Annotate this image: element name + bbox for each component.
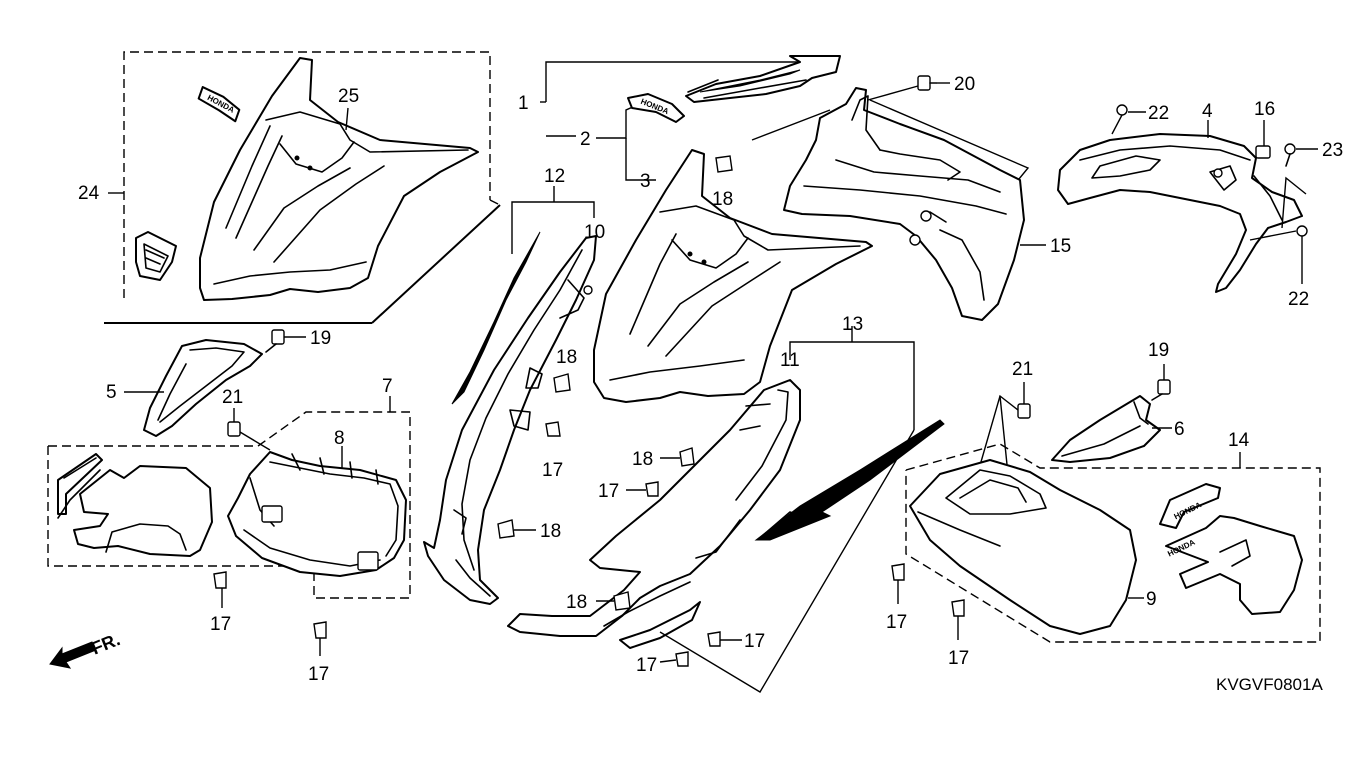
- callout-18-c: 18: [632, 449, 653, 470]
- callout-11: 11: [780, 350, 800, 371]
- front-cover-panel: [593, 149, 873, 403]
- callout-7: 7: [382, 376, 393, 397]
- clip-18-center: [545, 373, 571, 437]
- inner-cover-group-7: [47, 396, 411, 599]
- front-cover-assembly-24: HONDA: [104, 51, 501, 324]
- callout-17-e: 17: [210, 614, 231, 635]
- decal-set-1: HONDA: [540, 55, 841, 181]
- callout-22-a: 22: [1148, 103, 1169, 124]
- callout-17-f: 17: [308, 664, 329, 685]
- callout-18-d: 18: [540, 521, 561, 542]
- callout-14: 14: [1228, 430, 1250, 451]
- screw-23: [1284, 143, 1318, 167]
- callout-24: 24: [78, 183, 100, 204]
- screw-20: [867, 75, 950, 101]
- side-cover-11: [507, 326, 945, 649]
- inner-cover-15: [751, 87, 1046, 321]
- callout-15: 15: [1050, 236, 1071, 257]
- callout-6: 6: [1174, 419, 1185, 440]
- front-label: FR.: [88, 629, 122, 658]
- screw-21-left: [227, 408, 271, 451]
- callout-23: 23: [1322, 140, 1343, 161]
- callout-19-b: 19: [1148, 340, 1169, 361]
- callout-4: 4: [1202, 101, 1213, 122]
- callout-17-g: 17: [886, 612, 907, 633]
- callout-5: 5: [106, 382, 117, 403]
- callout-18-a: 18: [712, 189, 733, 210]
- floor-cover-group-14: HONDA HONDA: [905, 443, 1321, 643]
- trim-5: [124, 339, 263, 437]
- screw-19-left: [265, 329, 306, 353]
- callout-8: 8: [334, 428, 345, 449]
- nut-16: [1255, 120, 1271, 159]
- callout-18-b: 18: [556, 347, 577, 368]
- callout-21-b: 21: [1012, 359, 1033, 380]
- side-stripe-12: [451, 186, 595, 405]
- callout-12: 12: [544, 166, 565, 187]
- callout-22-b: 22: [1288, 289, 1309, 310]
- callout-25: 25: [338, 86, 359, 107]
- callout-19-a: 19: [310, 328, 331, 349]
- screw-19-right: [1151, 364, 1171, 401]
- rear-cover-4: [1057, 120, 1307, 293]
- drawing-code: KVGVF0801A: [1216, 675, 1323, 694]
- callout-3: 3: [640, 171, 651, 192]
- callout-17-b: 17: [598, 481, 619, 502]
- callout-17-c: 17: [744, 631, 765, 652]
- clips-side-11: [497, 447, 742, 667]
- clips-17-left: [213, 571, 327, 656]
- callout-21-a: 21: [222, 387, 243, 408]
- callout-20: 20: [954, 74, 975, 95]
- clips-17-right: [891, 563, 965, 640]
- clip-18-top: [715, 155, 733, 173]
- callout-17-d: 17: [636, 655, 657, 676]
- trim-6: [1051, 395, 1172, 463]
- front-direction-arrow: FR.: [49, 629, 123, 669]
- callout-16: 16: [1254, 99, 1275, 120]
- screw-22-top: [1111, 104, 1146, 135]
- callout-17-h: 17: [948, 648, 969, 669]
- callout-13: 13: [842, 314, 863, 335]
- side-cover-10: [423, 235, 597, 605]
- callout-2: 2: [580, 129, 591, 150]
- callout-18-e: 18: [566, 592, 587, 613]
- callout-1: 1: [518, 93, 529, 114]
- callout-17-a: 17: [542, 460, 563, 481]
- screw-22-bottom: [1249, 225, 1308, 284]
- callout-9: 9: [1146, 589, 1157, 610]
